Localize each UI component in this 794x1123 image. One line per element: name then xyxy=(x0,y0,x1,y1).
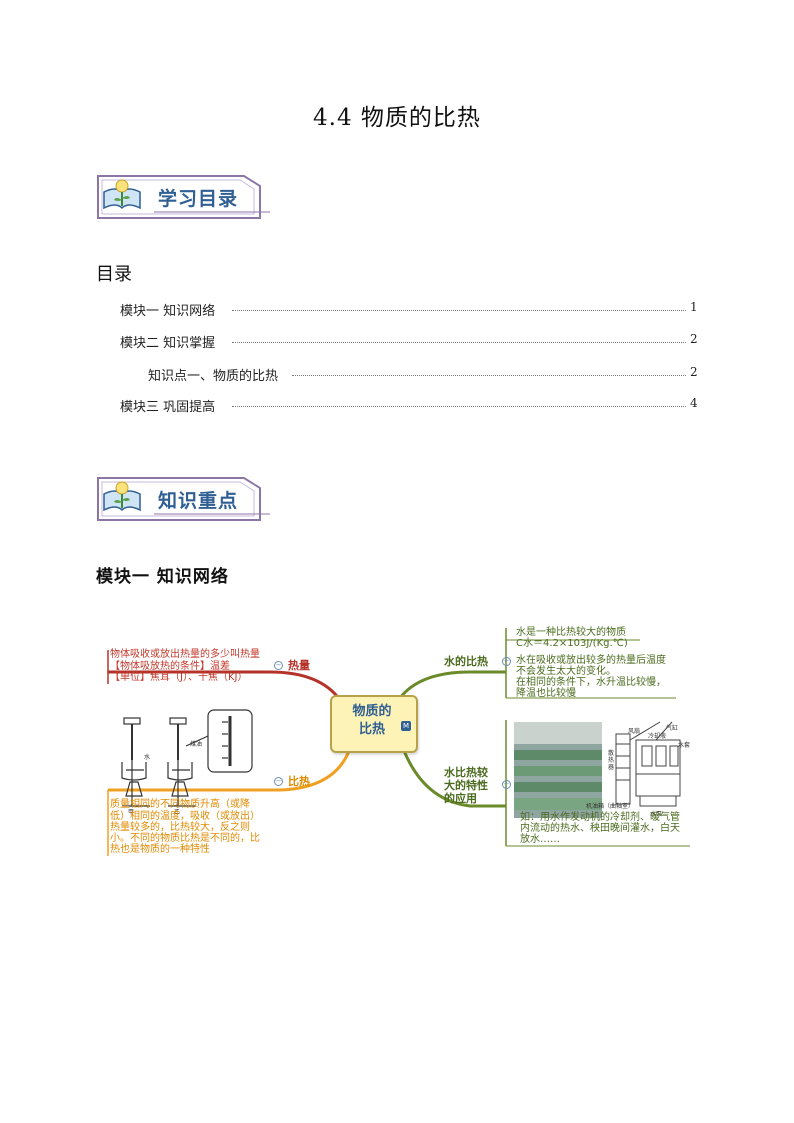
module-heading: 模块一 知识网络 xyxy=(96,567,229,587)
toc-leader-dots xyxy=(232,310,686,311)
engine-label-water-jacket: 水套 xyxy=(678,742,691,749)
water-heat-branch-line xyxy=(398,670,506,699)
heat-definition: 物体吸收或放出热量的多少叫热量 xyxy=(110,649,260,660)
contents-banner: 学习目录 xyxy=(94,172,272,222)
book-lightbulb-icon xyxy=(103,179,141,210)
toc-entry[interactable]: 模块二 知识掌握 2 xyxy=(0,332,794,352)
toc-heading: 目录 xyxy=(96,264,132,285)
engine-label-oil-pan: 机油箱（曲轴室） xyxy=(586,803,635,810)
engine-label-coolant: 冷却液 xyxy=(648,733,667,740)
water-heat-detail: 不会发生太大的变化。 xyxy=(516,666,616,677)
water-heat-branch-label: 水的比热 xyxy=(444,655,488,668)
apparatus-label-kerosene: 煤油 xyxy=(190,741,203,748)
application-title-line: 大的特性 xyxy=(444,779,488,792)
specific-heat-branch-label: 比热 xyxy=(288,775,310,788)
apparatus-label-jia: 甲 xyxy=(128,809,135,816)
banner-label: 知识重点 xyxy=(158,490,239,512)
water-heat-detail: 降温也比较慢 xyxy=(516,688,576,699)
collapse-icon[interactable]: − xyxy=(502,780,511,789)
center-line-1: 物质的 xyxy=(352,704,392,719)
collapse-icon[interactable]: − xyxy=(502,657,511,666)
specific-heat-text: 质量相同的不同物质升高（或降 xyxy=(110,799,250,810)
center-line-2: 比热 xyxy=(358,722,385,737)
specific-heat-text: 小。不同的物质比热是不同的，比 xyxy=(110,833,260,844)
apparatus-label-water: 水 xyxy=(144,754,151,761)
toc-entry-page: 1 xyxy=(690,300,698,314)
specific-heat-text: 热也是物质的一种特性 xyxy=(110,844,210,855)
application-example: 如：用水作发动机的冷却剂、暖气管 xyxy=(520,812,680,823)
water-heat-detail: 水在吸收或放出较多的热量后温度 xyxy=(516,655,666,666)
heat-condition: 【物体吸放热的条件】温差 xyxy=(110,661,230,672)
banner-label: 学习目录 xyxy=(158,188,239,210)
specific-heat-text: 低）相同的温度，吸收（或放出） xyxy=(110,811,260,822)
water-heat-fact: 水是一种比热较大的物质 xyxy=(516,627,626,638)
toc-entry-page: 4 xyxy=(690,396,698,410)
engine-label-pump: 水泵 xyxy=(650,811,663,818)
engine-cooling-diagram xyxy=(615,721,681,807)
application-title-line: 的应用 xyxy=(444,792,477,805)
toc-entry[interactable]: 模块三 巩固提高 4 xyxy=(0,396,794,416)
specific-heat-text: 热量较多的，比热较大，反之则 xyxy=(110,822,250,833)
toc-entry-label: 模块二 知识掌握 xyxy=(120,332,218,351)
toc-leader-dots xyxy=(232,406,686,407)
collapse-icon[interactable]: − xyxy=(274,661,283,670)
application-title-line: 水比热较 xyxy=(444,766,488,779)
apparatus-label-yi: 乙 xyxy=(174,809,181,816)
toc-entry-label: 模块一 知识网络 xyxy=(120,300,218,319)
engine-label-fan: 风扇 xyxy=(628,728,641,735)
banner-frame xyxy=(97,175,270,219)
toc-entry-page: 2 xyxy=(690,332,698,346)
water-heat-formula: C水＝4.2×103J/(Kg.℃) xyxy=(516,638,628,649)
toc-entry-page: 2 xyxy=(690,365,698,379)
collapse-icon[interactable]: − xyxy=(274,777,283,786)
heat-branch-label: 热量 xyxy=(288,659,310,672)
water-heat-detail: 在相同的条件下，水升温比较慢， xyxy=(516,677,666,688)
toc-leader-dots xyxy=(232,342,686,343)
book-lightbulb-icon xyxy=(103,481,141,512)
application-example: 内流动的热水、秧田晚间灌水，白天 xyxy=(520,823,680,834)
banner-frame xyxy=(97,477,270,521)
keypoints-banner: 知识重点 xyxy=(94,474,272,524)
water-application-branch-label: 水比热较 大的特性 的应用 xyxy=(444,766,488,805)
application-example: 放水…… xyxy=(520,834,560,845)
paddy-field-photo xyxy=(514,722,602,818)
center-node-label: 物质的 比热 xyxy=(330,703,414,739)
engine-label-cylinder: 气缸 xyxy=(666,725,679,732)
toc-entry-label: 模块三 巩固提高 xyxy=(120,396,218,415)
heat-branch-line xyxy=(108,670,342,701)
page-title: 4.4 物质的比热 xyxy=(313,105,481,131)
toc-leader-dots xyxy=(292,375,686,376)
heat-unit: 【单位】焦耳（J）、千焦（KJ） xyxy=(110,672,248,683)
toc-entry[interactable]: 知识点一、物质的比热 2 xyxy=(0,365,794,385)
toc-entry[interactable]: 模块一 知识网络 1 xyxy=(0,300,794,320)
engine-label-radiator: 散热器 xyxy=(608,750,615,771)
toc-entry-label: 知识点一、物质的比热 xyxy=(148,365,281,384)
note-marker-icon: M xyxy=(401,721,411,731)
water-application-branch-line xyxy=(398,739,506,808)
heating-apparatus-illustration xyxy=(121,709,253,807)
